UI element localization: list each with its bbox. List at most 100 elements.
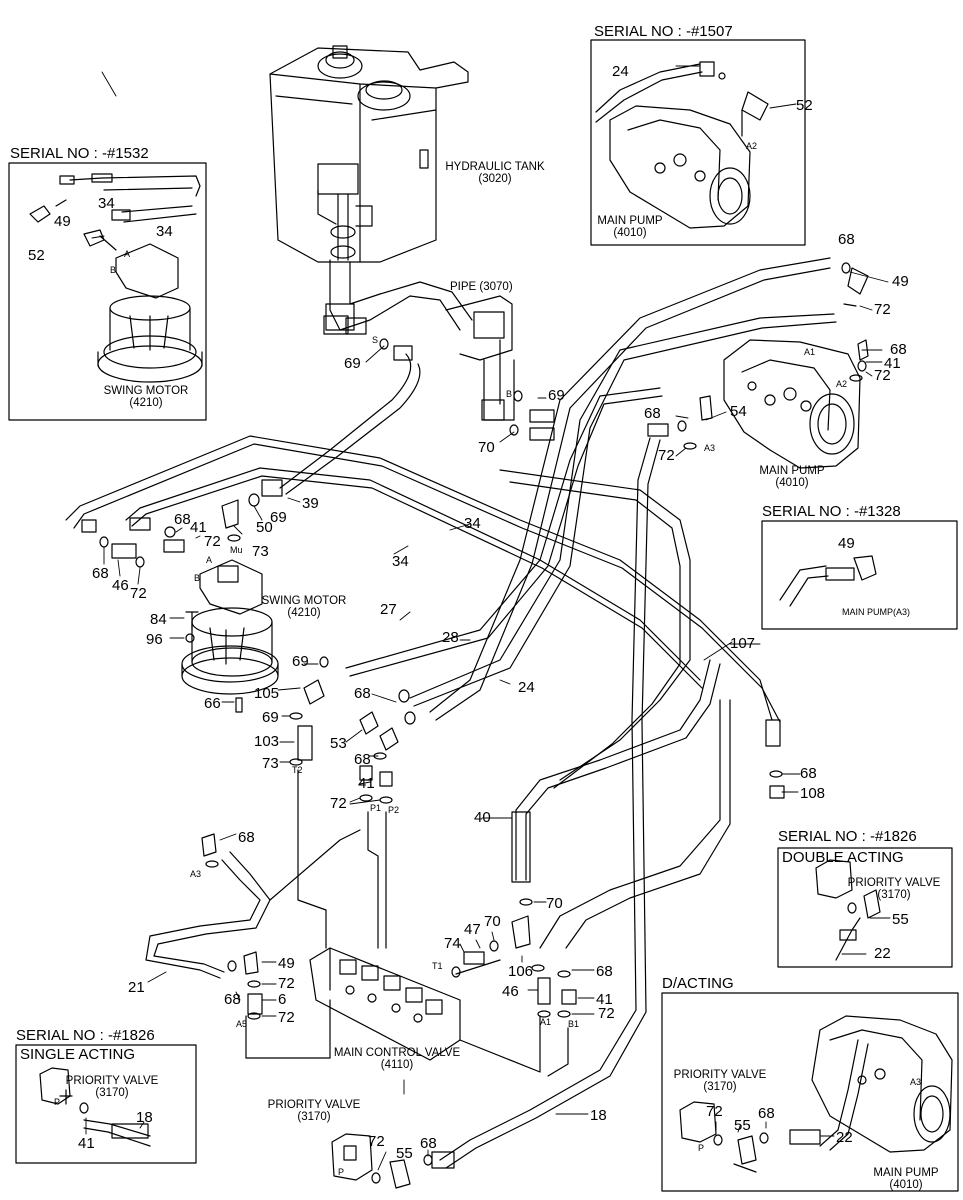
hydraulic-tank-code: (3020)	[478, 172, 512, 185]
part-68-h: 68	[800, 765, 817, 782]
part-107: 107	[730, 635, 756, 652]
part-6: 6	[278, 991, 287, 1008]
port-a5-mcv-label: A5	[236, 1019, 248, 1029]
part-73-a: 73	[252, 543, 269, 560]
part-24-b: 24	[518, 679, 535, 696]
port-a1-mcv-label: A1	[540, 1017, 552, 1027]
part-68-g: 68	[354, 751, 371, 768]
port-a2-label: A2	[836, 379, 848, 389]
priority-valve-single-code: (3170)	[95, 1086, 129, 1099]
part-74: 74	[444, 935, 461, 952]
port-a-label: A	[206, 555, 213, 565]
part-108: 108	[800, 785, 826, 802]
part-72-f: 72	[330, 795, 347, 812]
part-21: 21	[128, 979, 145, 996]
part-55-b: 55	[892, 911, 909, 928]
part-41-d: 41	[596, 991, 613, 1008]
port-a3-dacting-label: A3	[910, 1077, 922, 1087]
serial-1826b-subtitle: SINGLE ACTING	[20, 1046, 136, 1063]
serial-box-1507-frame	[590, 39, 806, 246]
part-69-d: 69	[292, 653, 309, 670]
serial-1532-title: SERIAL NO : -#1532	[10, 145, 149, 162]
hydraulic-tank-label: HYDRAULIC TANK (3020)	[440, 161, 550, 185]
hose-21	[145, 859, 261, 979]
serial-1826a-subtitle: DOUBLE ACTING	[782, 849, 904, 866]
part-41-a: 41	[884, 355, 901, 372]
port-b-1532-label: B	[110, 265, 117, 275]
main-control-valve-label: MAIN CONTROL VALVE (4110)	[322, 1047, 472, 1071]
hose-40	[515, 659, 711, 881]
port-a3-label: A3	[704, 443, 716, 453]
serial-1826a-title: SERIAL NO : -#1826	[778, 828, 917, 845]
part-68-e: 68	[92, 565, 109, 582]
priority-valve-name: PRIORITY VALVE	[267, 1099, 361, 1111]
port-a-1532-label: A	[124, 249, 131, 259]
part-41-e: 41	[78, 1135, 95, 1152]
leader-lines	[85, 65, 891, 1171]
serial-box-1826b-frame	[15, 1044, 197, 1164]
port-p1-label: P1	[370, 803, 382, 813]
port-a2-1507-label: A2	[746, 141, 758, 151]
swing-motor-label: SWING MOTOR (4210)	[256, 595, 352, 619]
port-b-pipe-label: B	[506, 389, 513, 399]
part-22-a: 22	[874, 945, 891, 962]
pipe-3070-label: PIPE (3070)	[450, 281, 513, 293]
part-68-c: 68	[644, 405, 661, 422]
serial-box-1328-frame	[761, 520, 958, 630]
swing-motor-1532-name: SWING MOTOR	[103, 385, 189, 397]
part-68-d: 68	[174, 511, 191, 528]
fittings	[59, 262, 881, 1189]
main-pump-dacting-name: MAIN PUMP	[873, 1167, 939, 1179]
priority-valve-dacting-code: (3170)	[703, 1080, 737, 1093]
port-t2-label: T2	[292, 765, 303, 775]
port-p-dacting-label: P	[698, 1143, 705, 1153]
port-p2-label: P2	[388, 805, 400, 815]
swing-motor-1532-drawing	[97, 243, 203, 383]
part-69-a: 69	[548, 387, 565, 404]
part-54: 54	[730, 403, 747, 420]
main-pump-label: MAIN PUMP (4010)	[752, 465, 832, 489]
part-69-c: 69	[270, 509, 287, 526]
part-68-i: 68	[238, 829, 255, 846]
part-34-c: 34	[464, 515, 481, 532]
part-34-a: 34	[98, 195, 115, 212]
main-control-valve-name: MAIN CONTROL VALVE	[333, 1047, 461, 1059]
part-105: 105	[254, 685, 280, 702]
part-40: 40	[474, 809, 491, 826]
main-pump-drawing	[723, 339, 861, 469]
part-49-a: 49	[54, 213, 71, 230]
part-72-j: 72	[368, 1133, 385, 1150]
swing-motor-1532-label: SWING MOTOR (4210)	[98, 385, 194, 409]
part-68-a: 68	[838, 231, 855, 248]
swing-motor-code: (4210)	[287, 606, 321, 619]
part-41-b: 41	[190, 519, 207, 536]
pipe-3070-drawing	[445, 295, 515, 421]
priority-valve-code: (3170)	[297, 1110, 331, 1123]
part-47: 47	[464, 921, 481, 938]
part-69-e: 69	[262, 709, 279, 726]
part-34-b: 34	[156, 223, 173, 240]
swing-motor-name: SWING MOTOR	[261, 595, 347, 607]
port-b-label: B	[194, 573, 201, 583]
part-72-i: 72	[598, 1005, 615, 1022]
part-52-a: 52	[28, 247, 45, 264]
part-41-c: 41	[358, 775, 375, 792]
part-73-b: 73	[262, 755, 279, 772]
hose-28	[409, 313, 835, 699]
part-68-l: 68	[420, 1135, 437, 1152]
part-18-b: 18	[136, 1109, 153, 1126]
main-pump-code: (4010)	[775, 476, 809, 489]
hose-34	[65, 435, 773, 721]
port-a1-label: A1	[804, 347, 816, 357]
part-68-m: 68	[758, 1105, 775, 1122]
port-t1-label: T1	[432, 961, 443, 971]
port-b1-mcv-label: B1	[568, 1019, 580, 1029]
serial-1826b-title: SERIAL NO : -#1826	[16, 1027, 155, 1044]
main-pump-1507-code: (4010)	[613, 226, 647, 239]
part-50: 50	[256, 519, 273, 536]
part-49-d: 49	[838, 535, 855, 552]
port-mu-label: Mu	[230, 545, 243, 555]
priority-valve-single-label: PRIORITY VALVE (3170)	[64, 1075, 160, 1099]
serial-1507-title: SERIAL NO : -#1507	[594, 23, 733, 40]
